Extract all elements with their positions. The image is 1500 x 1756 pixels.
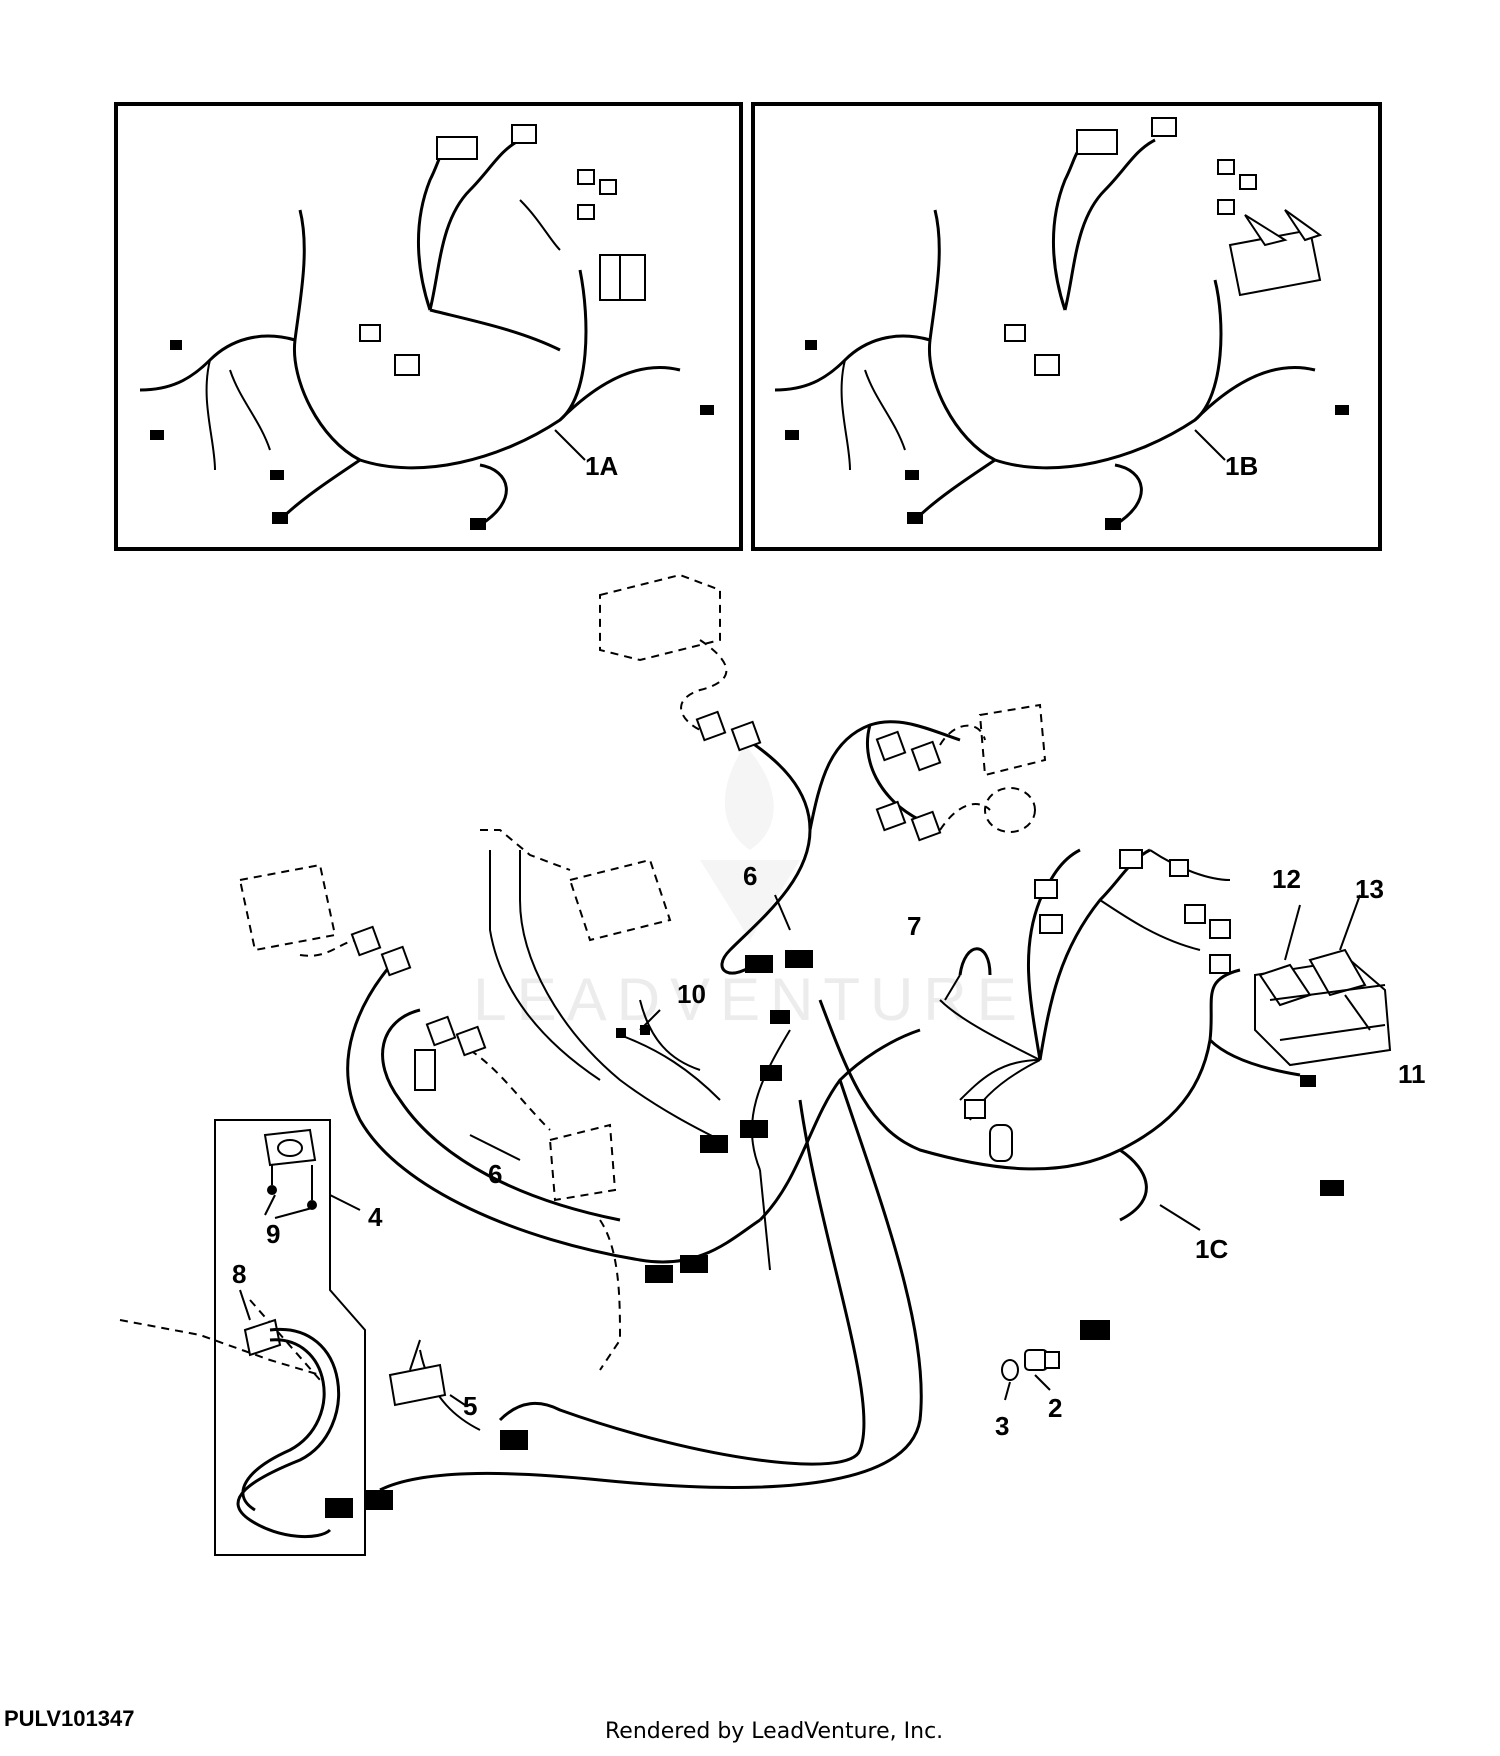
callout-3: 3 xyxy=(995,1411,1009,1441)
watermark-text: LEADVENTURE xyxy=(473,966,1026,1033)
washer-part-3 xyxy=(1001,1359,1019,1381)
main-exploded-view xyxy=(119,573,1392,1556)
callout-11: 11 xyxy=(1398,1059,1426,1089)
callout-6-top: 6 xyxy=(743,861,757,891)
callout-13: 13 xyxy=(1355,874,1384,904)
watermark: LEADVENTURE xyxy=(473,745,1026,1033)
callout-8: 8 xyxy=(232,1259,246,1289)
watermark-logo-icon xyxy=(700,745,800,940)
harness-1a-drawing xyxy=(139,124,714,530)
callout-1c: 1C xyxy=(1195,1234,1228,1264)
callout-7: 7 xyxy=(907,911,921,941)
inset-panel-1a: 1A xyxy=(114,102,743,551)
inset-panel-1b: 1B xyxy=(751,102,1382,551)
callout-6-left: 6 xyxy=(488,1159,502,1189)
reference-module-center xyxy=(568,858,672,942)
relay-part-5 xyxy=(388,1339,447,1407)
callout-1a: 1A xyxy=(585,451,618,481)
callout-1b: 1B xyxy=(1225,451,1258,481)
harness-1b-drawing xyxy=(774,117,1349,530)
render-credit: Rendered by LeadVenture, Inc. xyxy=(605,1719,944,1744)
switch-part-2 xyxy=(1024,1349,1060,1371)
lead-part-10 xyxy=(619,1034,721,1101)
assembly-4-frame xyxy=(214,1119,366,1556)
fuse-block-11-12-13 xyxy=(1254,948,1392,1067)
callout-4: 4 xyxy=(368,1202,383,1232)
sensor-part-8 xyxy=(236,1318,341,1539)
callout-10: 10 xyxy=(677,979,706,1009)
callout-2: 2 xyxy=(1048,1393,1062,1423)
reference-module-lower xyxy=(548,1123,617,1202)
harness-1c-main xyxy=(818,968,1241,1171)
leader-1b xyxy=(1194,429,1226,461)
callout-5: 5 xyxy=(463,1391,477,1421)
leader-1a xyxy=(554,429,586,461)
figure-code: PULV101347 xyxy=(4,1706,135,1731)
cable-6-top xyxy=(720,733,812,975)
reference-component-top xyxy=(599,573,721,662)
callout-9: 9 xyxy=(266,1219,280,1249)
jumper-part-7 xyxy=(958,947,992,976)
reference-module-left xyxy=(238,863,337,952)
callout-12: 12 xyxy=(1272,864,1301,894)
reference-module-right xyxy=(978,703,1047,777)
